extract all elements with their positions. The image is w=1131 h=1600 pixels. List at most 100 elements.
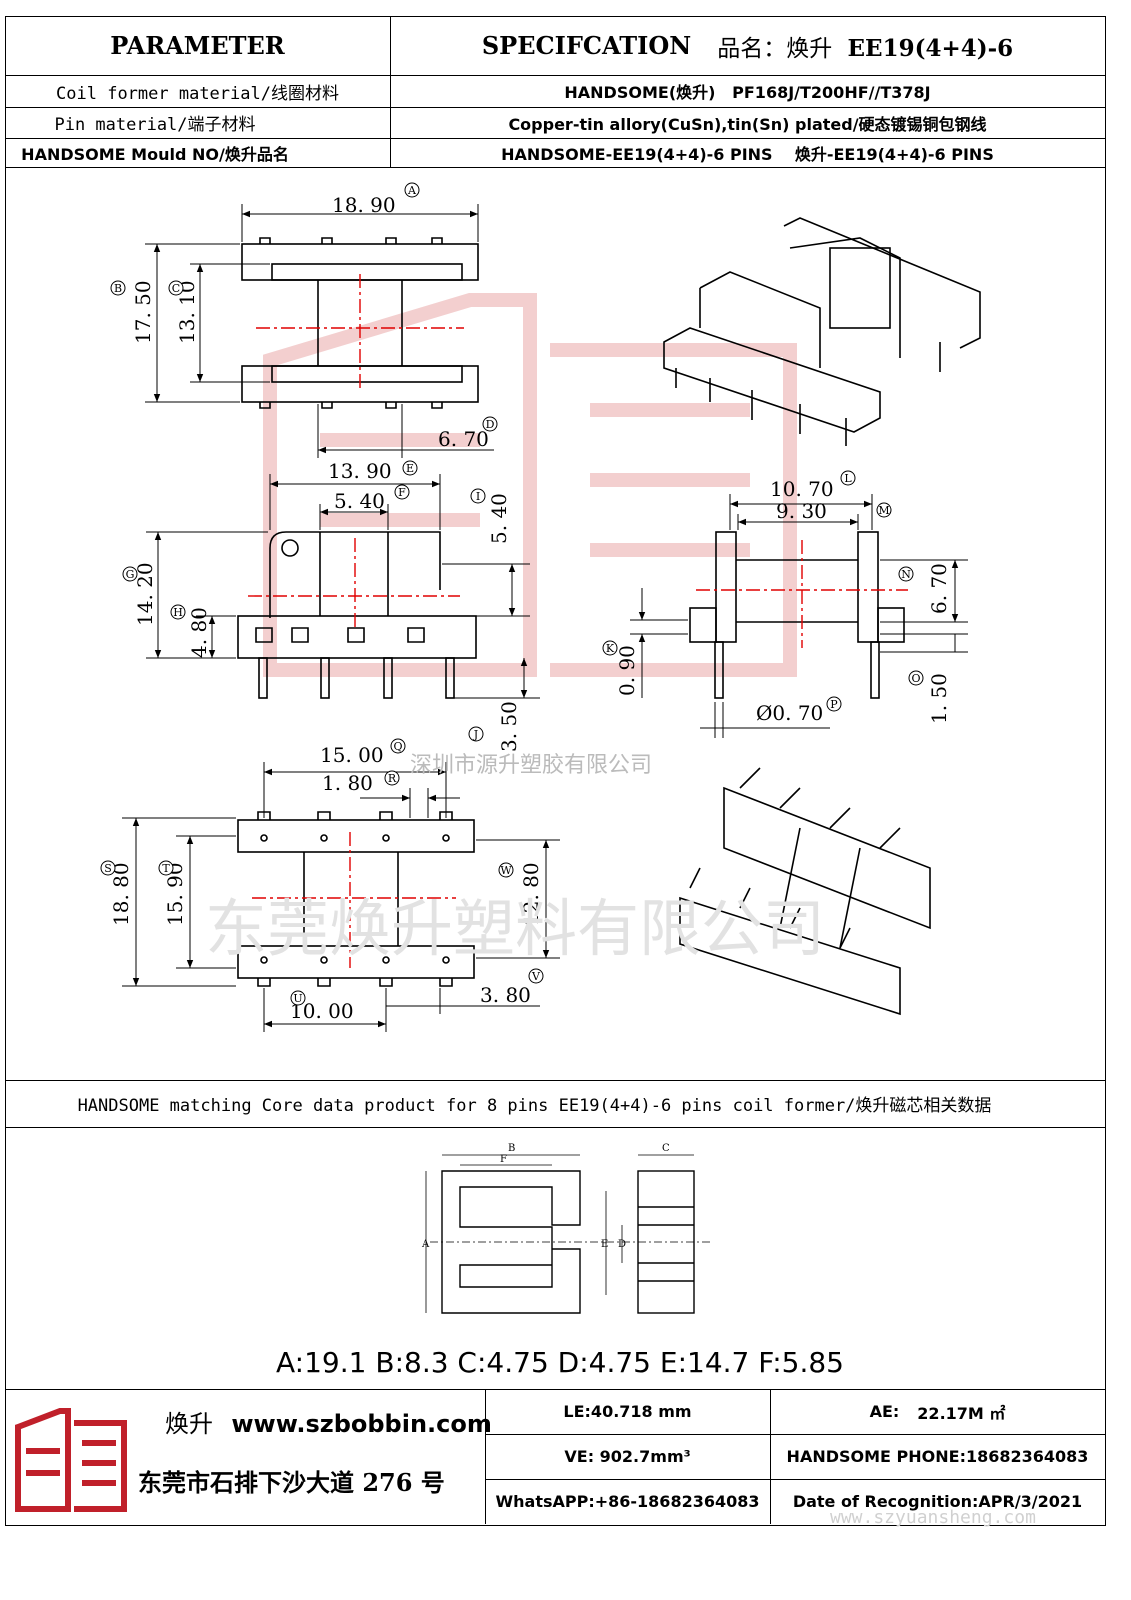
dim-marker-m [876,502,892,518]
row-value-pin: Copper-tin allory(CuSn),tin(Sn) plated/硬… [508,114,987,134]
recognition-date: Date of Recognition:APR/3/2021 [792,1492,1083,1511]
dim-marker-letter-q: Q [393,740,402,753]
core-label-a: A [421,1239,430,1250]
grid-line [5,138,1105,139]
product-code: EE19(4+4)-6 [847,34,1014,62]
dim-b: 17. 50 [131,280,155,344]
grid-line [5,1127,1105,1128]
dim-a: 18. 90 [332,193,396,217]
contact-whatsapp: WhatsAPP:+86-18682364083 [495,1492,760,1511]
core-section-title: HANDSOME matching Core data product for … [77,1096,992,1116]
core-label-d: D [618,1239,626,1250]
dim-marker-l [840,470,856,486]
dim-marker-letter-c: C [172,282,180,295]
footer-brand: 焕升 [165,1410,213,1438]
row-value-coil: HANDSOME(焕升) PF168J/T200HF//T378J [564,83,931,102]
metric-ve: VE: 902.7mm³ [564,1447,691,1466]
dim-marker-q [390,738,406,754]
grid-line [5,1080,1105,1081]
dim-j: 3. 50 [497,701,521,752]
dim-marker-p [826,696,842,712]
dim-marker-e [402,460,418,476]
dim-marker-letter-v: V [531,970,541,983]
dim-marker-letter-o: O [911,672,920,685]
dim-d: 6. 70 [438,427,489,451]
dim-marker-d [482,416,498,432]
dim-f: 5. 40 [334,489,385,513]
grid-line [5,75,1105,76]
dim-h: 4. 80 [187,607,211,658]
dim-marker-t [158,860,174,876]
dim-marker-k [602,640,618,656]
product-name: 品名：焕升 EE19(4+4)-6 [717,29,1013,63]
metric-ae: AE: 22.17M ㎡ [770,1389,1105,1434]
row-label-pin: Pin material/端子材料 [54,115,256,135]
dim-marker-s [100,860,116,876]
metric-ae-value: 22.17M ㎡ [917,1403,1006,1423]
row-label-coil: Coil former material/线圈材料 [56,83,339,104]
dim-marker-r [384,770,400,786]
dim-marker-letter-t: T [162,862,170,875]
contact-phone: HANDSOME PHONE:18682364083 [786,1447,1089,1466]
dim-l: 10. 70 [770,477,834,501]
grid-line [770,1389,771,1524]
dim-q: 15. 00 [320,743,384,767]
row-label-mould: HANDSOME Mould NO/焕升品名 [21,144,289,164]
dim-marker-letter-a: A [407,184,417,197]
dim-marker-g [122,566,138,582]
dim-w: 12. 80 [519,862,543,926]
grid-line [485,1434,1105,1435]
dim-marker-letter-d: D [486,418,495,431]
dim-marker-letter-r: R [388,772,397,785]
dim-marker-letter-g: G [126,568,135,581]
watermark-logo [263,293,797,677]
grid-line [5,167,1105,168]
grid-line [5,1389,1105,1390]
dim-marker-letter-h: H [173,606,183,619]
dim-marker-letter-f: F [398,486,406,499]
technical-drawing: 18. 90 17. 50 13. 10 6. 70 13. 90 5. 40 … [100,182,981,1032]
dim-marker-f [394,484,410,500]
dim-marker-a [404,182,420,198]
dim-marker-letter-n: N [901,568,911,581]
dim-marker-v [528,968,544,984]
core-label-f: F [500,1154,507,1165]
dim-marker-letter-s: S [104,862,112,875]
core-label-c: C [662,1143,670,1154]
dim-marker-h [170,604,186,620]
dim-i: 5. 40 [487,493,511,544]
dim-marker-letter-l: L [844,472,852,485]
spec-heading: SPECIFCATION 品名：焕升 EE19(4+4)-6 [390,16,1105,75]
dim-marker-j [468,726,484,742]
dim-marker-letter-b: B [114,282,122,295]
core-label-e: E [601,1239,608,1250]
dim-k: 0. 90 [615,645,639,696]
core-drawing: A B F C E D [421,1143,710,1314]
dim-r: 1. 80 [322,771,373,795]
core-values: A:19.1 B:8.3 C:4.75 D:4.75 E:14.7 F:5.85 [276,1345,844,1379]
grid-line [485,1479,1105,1480]
row-value-mould: HANDSOME-EE19(4+4)-6 PINS 焕升-EE19(4+4)-6… [501,144,994,164]
dim-marker-n [898,566,914,582]
dim-m: 9. 30 [776,499,827,523]
product-label: 品名：焕升 [717,35,833,62]
dim-marker-letter-m: M [878,504,889,517]
footer-address: 东莞市石排下沙大道 276 号 [138,1468,445,1497]
footer-brand-line: 焕升 www.szbobbin.com [165,1404,492,1439]
company-logo [15,1408,127,1512]
parameter-heading: PARAMETER [110,31,285,60]
dim-marker-letter-i: I [476,490,480,503]
dim-marker-letter-p: P [830,698,838,711]
dim-marker-b [110,280,126,296]
grid-line [485,1389,486,1524]
dim-marker-w [498,862,514,878]
dim-marker-letter-u: U [293,992,302,1005]
spec-sheet-frame [5,16,1106,1526]
metric-le: LE:40.718 mm [563,1402,692,1421]
dim-marker-o [908,670,924,686]
grid-line [5,107,1105,108]
dim-v: 3. 80 [480,983,531,1007]
dim-marker-letter-k: K [606,642,615,655]
dim-marker-letter-e: E [406,462,414,475]
footer-website: www.szbobbin.com [231,1410,492,1438]
